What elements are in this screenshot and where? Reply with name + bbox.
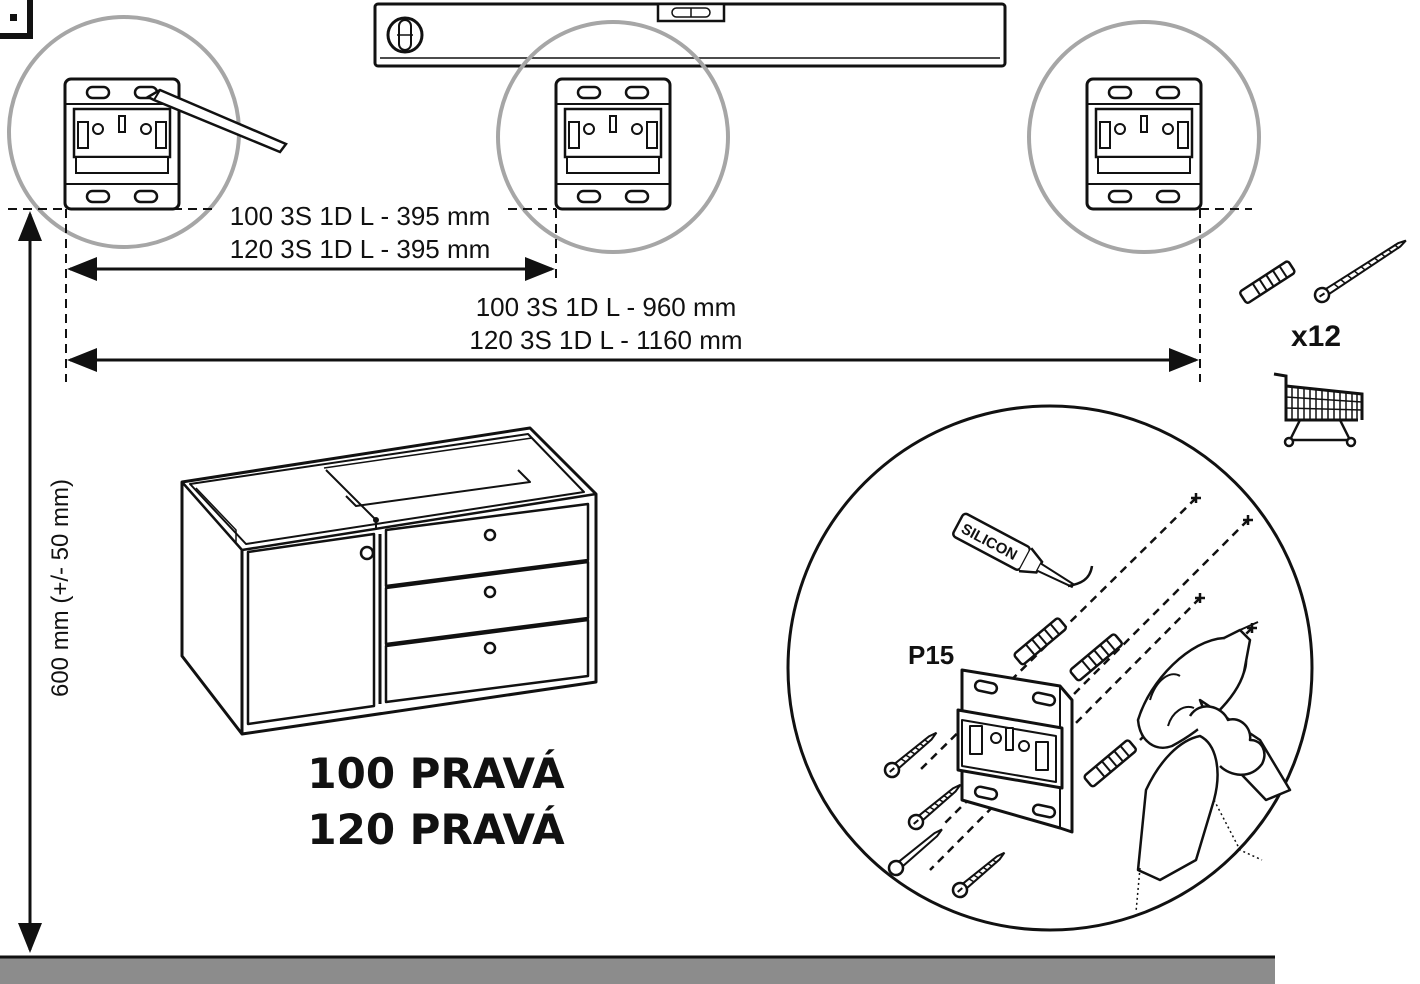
height-label: 600 mm (+/- 50 mm): [47, 479, 74, 697]
model-title-2: 120 PRAVÁ: [307, 804, 565, 854]
short-span-label-2: 120 3S 1D L - 395 mm: [230, 234, 491, 264]
wall-bracket-icon: [554, 77, 672, 211]
wall-bracket-icon: [956, 668, 1074, 834]
shopping-cart-icon: [1273, 372, 1364, 448]
height-dimension: 600 mm (+/- 50 mm): [18, 211, 74, 953]
level-icon: [373, 2, 1007, 68]
installation-detail: SILICON P15: [786, 404, 1314, 932]
bracket-callout-left: [7, 15, 288, 249]
page-corner-mark: [0, 0, 33, 39]
long-span-label-1: 100 3S 1D L - 960 mm: [476, 292, 737, 322]
short-span-dimension: 100 3S 1D L - 395 mm 120 3S 1D L - 395 m…: [67, 201, 555, 281]
bracket-callout-right: [1027, 20, 1261, 254]
reference-lines: [8, 208, 1252, 382]
drill-icon: [1135, 621, 1292, 913]
wall-plug-icon: [1237, 259, 1297, 306]
long-span-dimension: 100 3S 1D L - 960 mm 120 3S 1D L - 1160 …: [67, 292, 1199, 372]
model-title-1: 100 PRAVÁ: [307, 748, 565, 798]
screw-icon: [887, 828, 943, 877]
bracket-callout-center: [496, 20, 730, 254]
hardware-group: x12: [1237, 239, 1407, 353]
pencil-icon: [145, 88, 288, 154]
hardware-quantity: x12: [1291, 320, 1341, 353]
floor: [0, 958, 1275, 984]
long-span-label-2: 120 3S 1D L - 1160 mm: [469, 325, 742, 355]
screw-icon: [1313, 239, 1407, 304]
part-label: P15: [908, 640, 954, 670]
short-span-label-1: 100 3S 1D L - 395 mm: [230, 201, 491, 231]
wall-bracket-icon: [1085, 77, 1203, 211]
cabinet-icon: [180, 426, 598, 736]
